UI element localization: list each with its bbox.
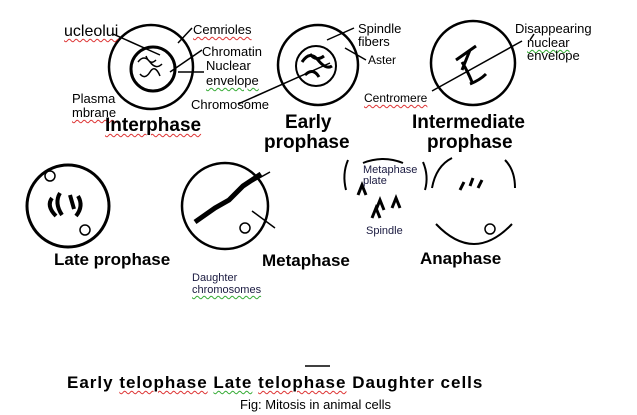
label-chromosomes: chromosomes [192,285,261,296]
early-prophase-cell [237,23,367,107]
bottom-title: Early telophase Late telophase Daughter … [67,374,483,391]
label-spindle-fibers-1: Spindle [358,21,402,36]
label-text: chromosomes [192,284,262,296]
label-membrane: mbrane [72,106,116,119]
label-centromere: Centromere [364,92,427,104]
label-chromosome: Chromosome [191,97,270,112]
anaphase-cells [343,157,516,245]
label-metaphase-plate-1: Metaphase [363,164,418,176]
title-prophase: prophase [264,132,350,153]
label-daughter: Daughter [192,272,238,284]
title-part: telophase [258,373,347,392]
label-disappearing: Disappearing [515,21,592,36]
label-text: envelope [206,73,259,88]
title-part: Late [213,373,253,392]
label-metaphase-plate-2: plate [363,175,387,187]
label-spindle: Spindle [366,225,403,237]
label-nuclear: Nuclear [206,58,251,73]
label-spindle-fibers-2: fibers [358,34,390,49]
label-chromatin: Chromatin [202,44,262,59]
title-interphase: Interphase [105,116,201,135]
intermediate-prophase-cell [429,19,535,107]
label-plasma: Plasma [72,91,116,106]
label-text: Cemrioles [193,22,252,37]
label-aster: Aster [368,53,397,67]
label-text: mbrane [72,105,117,120]
label-nucleolus: ucleolui [64,24,118,40]
title-part: Daughter cells [346,373,484,392]
label-envelope-2: envelope [527,48,580,63]
late-prophase-cell [25,163,111,249]
label-centrioles: Cemrioles [193,23,252,36]
title-intermediate: Intermediate [412,112,525,133]
title-metaphase: Metaphase [262,251,350,270]
label-text: Interphase [105,115,202,136]
label-text: ucleolui [64,23,119,40]
title-part: telophase [119,373,208,392]
label-text: nuclear [527,35,570,50]
title-anaphase: Anaphase [420,249,502,268]
label-nuclear-2: nuclear [527,36,570,49]
label-text: Centromere [364,91,428,105]
title-early: Early [285,112,332,133]
metaphase-cell [180,161,276,251]
title-prophase-2: prophase [427,132,513,153]
figure-caption: Fig: Mitosis in animal cells [240,397,391,412]
label-envelope: envelope [206,74,259,87]
title-part: Early [67,373,120,392]
title-late-prophase: Late prophase [54,250,171,269]
interphase-cell [107,23,204,111]
